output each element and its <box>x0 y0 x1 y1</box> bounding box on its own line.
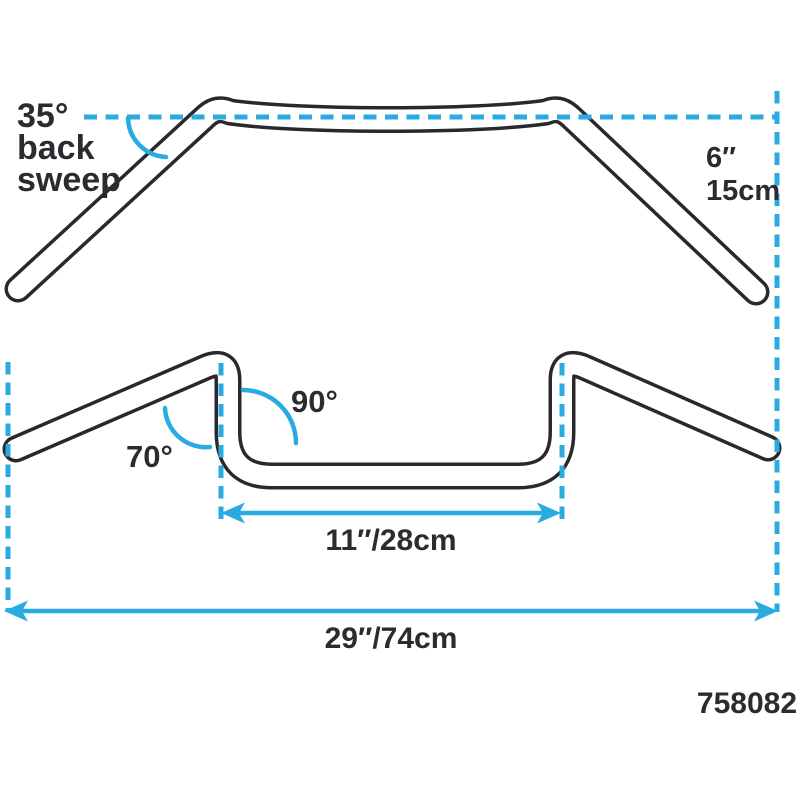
center-width-label: 11″/28cm <box>325 524 456 557</box>
backsweep-word2-label: sweep <box>17 161 121 199</box>
handlebar-top-view <box>4 96 770 306</box>
text-labels: 35° back sweep 6″ 15cm 70° 90° 11″/28cm … <box>17 97 797 720</box>
grip-angle-arc <box>162 405 213 450</box>
corner-angle-label: 90° <box>291 384 338 419</box>
guide-lines <box>5 91 780 612</box>
angle-arcs <box>125 115 299 450</box>
rise-cm-label: 15cm <box>706 175 780 207</box>
corner-angle-arc <box>240 387 299 446</box>
backsweep-word1-label: back <box>17 129 95 167</box>
grip-angle-label: 70° <box>126 439 173 474</box>
rise-inches-label: 6″ <box>706 142 736 174</box>
part-number-label: 758082 <box>697 687 797 720</box>
backsweep-angle-label: 35° <box>17 97 68 135</box>
overall-width-dimension <box>4 600 778 622</box>
overall-width-arrowhead-right <box>754 600 778 622</box>
center-width-arrowhead-right <box>537 502 561 524</box>
overall-width-arrowhead-left <box>4 600 28 622</box>
center-width-dimension <box>221 502 561 524</box>
overall-width-label: 29″/74cm <box>325 622 458 655</box>
backsweep-angle-arc <box>125 115 169 160</box>
center-width-arrowhead-left <box>221 502 245 524</box>
